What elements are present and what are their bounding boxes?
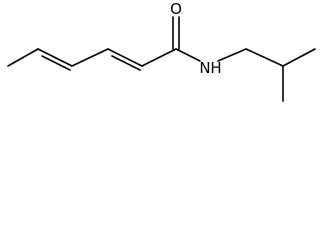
bond-n-ch2 [217,48,247,62]
bond-c3-c4 [71,48,109,67]
hydrogen-atom-label: H [210,59,221,77]
nitrogen-atom-label: N [199,59,210,77]
chemical-structure-diagram: O N H [7,0,316,102]
oxygen-atom-label: O [170,0,182,18]
bond-c1-c2 [7,48,39,67]
bond-c5-c6 [141,48,177,67]
bond-ch-methyl-up [282,48,316,67]
bond-c2-c3-double-b [41,55,71,71]
bond-c2-c3-double-a [37,48,73,67]
bond-c4-c5-double-a [107,48,143,67]
bond-ch2-ch [245,48,284,67]
bond-c4-c5-double-b [111,55,141,71]
bond-c6-n [175,48,201,62]
